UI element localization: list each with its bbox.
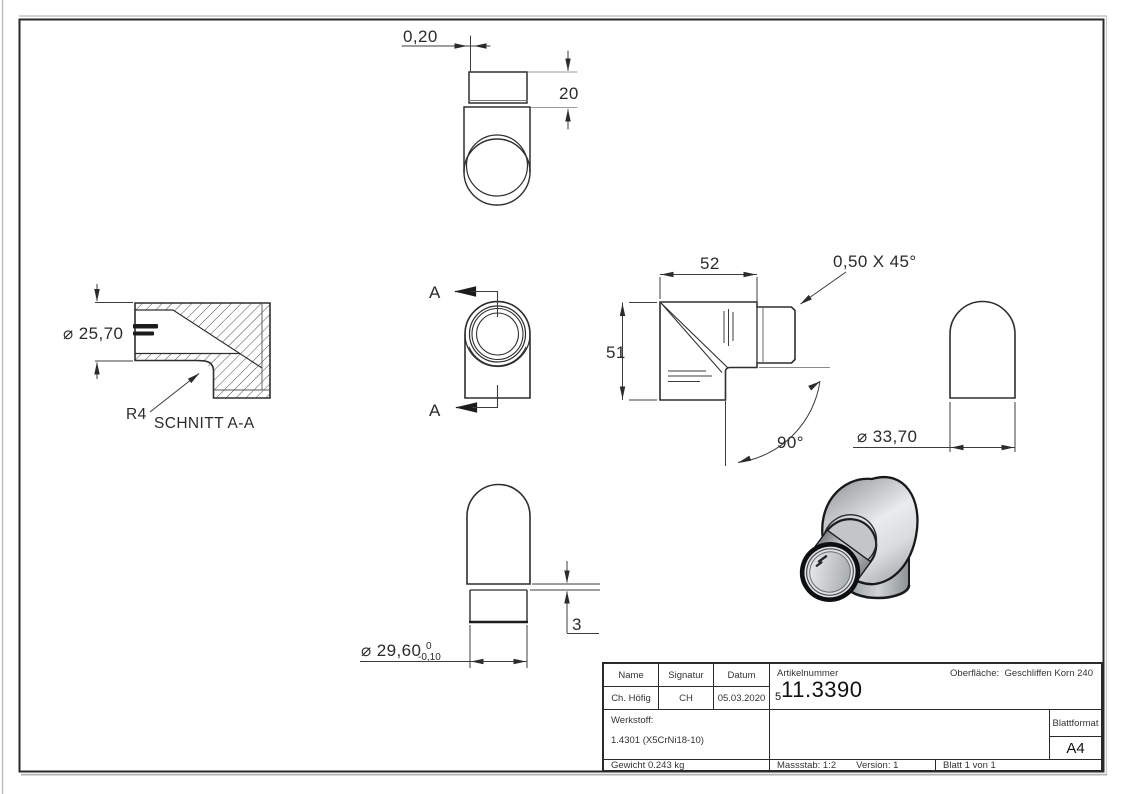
scale-value: Massstab: 1:2 (777, 760, 837, 770)
weight-cell: Gewicht 0.243 kg (604, 760, 770, 770)
dim-bottom-tol-upper: 0 (426, 641, 432, 652)
article-number: 11.3390 (781, 677, 863, 702)
sheet-cell: Blatt 1 von 1 (943, 760, 996, 770)
empty-cell (770, 710, 1050, 760)
view-top: 0,20 20 (401, 27, 579, 206)
section-outline (134, 302, 271, 399)
view-side: 52 51 0,50 X 45° 90° (606, 252, 917, 466)
view-section: ⌀ 25,70 R4 SCHNITT A-A (63, 284, 271, 432)
dim-cap-diameter: ⌀ 33,70 (857, 427, 917, 446)
signature-label: Signatur (659, 664, 714, 687)
surface-label: Oberfläche: (950, 668, 1000, 679)
title-block: Name Signatur Datum Artikelnummer Oberfl… (602, 662, 1103, 772)
name-label: Name (604, 664, 659, 687)
section-caption: SCHNITT A-A (154, 415, 255, 432)
surface-text: Oberfläche: Geschliffen Korn 240 (950, 668, 1093, 679)
dim-side-angle: 90° (777, 433, 804, 452)
format-value: A4 (1050, 737, 1101, 760)
dim-section-radius: R4 (126, 406, 147, 423)
section-marker-bottom: A (429, 401, 441, 420)
stamp-mark (133, 324, 158, 329)
article-cell: Artikelnummer Oberfläche: Geschliffen Ko… (770, 664, 1101, 710)
stamp-mark (133, 331, 154, 336)
date-value: 05.03.2020 (714, 687, 770, 710)
material-label: Werkstoff: (611, 715, 654, 726)
version-value: Version: 1 (856, 760, 899, 770)
drawing-border (18, 18, 1105, 773)
face-stamp (817, 555, 828, 563)
dim-bottom-diameter: ⌀ 29,60 (361, 641, 421, 660)
material-value: 1.4301 (X5CrNi18-10) (611, 735, 704, 746)
surface-value: Geschliffen Korn 240 (1004, 668, 1093, 679)
dim-top-length: 20 (559, 84, 579, 103)
dim-section-diameter: ⌀ 25,70 (63, 324, 123, 343)
dim-side-width: 52 (700, 254, 720, 273)
face-stamp (815, 561, 823, 567)
dim-top-wall: 0,20 (403, 27, 438, 46)
view-cap: ⌀ 33,70 (853, 300, 1016, 452)
article-prefix: 5 (775, 691, 782, 703)
dim-bottom-tol-lower: -0,10 (418, 652, 441, 663)
dim-bottom-step: 3 (572, 615, 582, 634)
side-outline (659, 301, 796, 401)
article-label: Artikelnummer (777, 668, 839, 679)
name-value: Ch. Höfig (604, 687, 659, 710)
scale-cell: Massstab: 1:2 Version: 1 (770, 760, 936, 770)
surface-marks (668, 309, 734, 382)
view-bottom: 3 ⌀ 29,60 0 -0,10 (360, 483, 600, 668)
render-3d (799, 476, 919, 602)
date-label: Datum (714, 664, 770, 687)
dim-side-chamfer: 0,50 X 45° (833, 252, 917, 271)
format-label: Blattformat (1050, 710, 1101, 737)
dim-side-height: 51 (606, 343, 626, 362)
signature-value: CH (659, 687, 714, 710)
view-front: A A (429, 283, 531, 420)
material-cell: Werkstoff: 1.4301 (X5CrNi18-10) (604, 710, 770, 760)
section-marker-top: A (429, 283, 441, 302)
